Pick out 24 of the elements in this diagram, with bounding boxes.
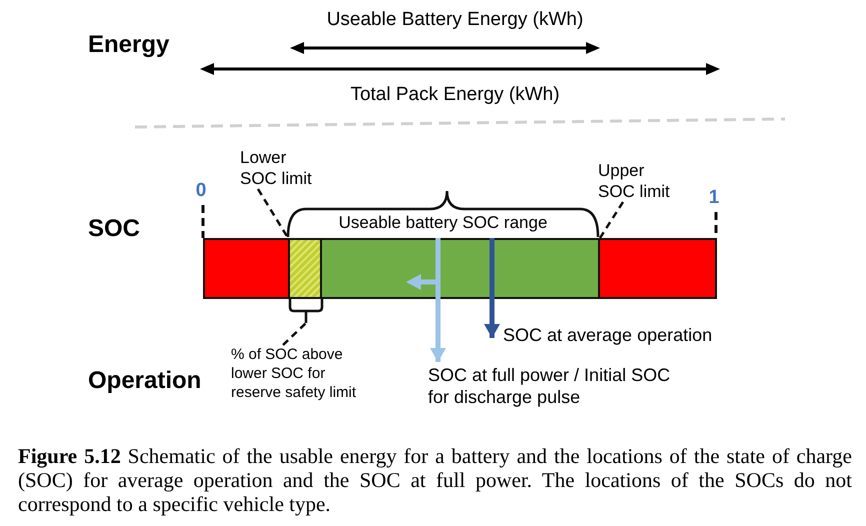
bracket	[288, 299, 324, 323]
callout-label: Upper SOC limit	[598, 160, 678, 202]
scale-value: 0	[196, 180, 206, 202]
row-heading: Operation	[88, 367, 202, 395]
dimension-label: Useable Battery Energy (kWh)	[326, 9, 584, 31]
bar-segment	[203, 238, 290, 299]
callout-label: SOC at average operation	[503, 324, 712, 346]
arrow	[430, 238, 446, 362]
callout-label: Lower SOC limit	[240, 147, 320, 189]
row-heading: SOC	[88, 215, 140, 243]
arrow	[484, 238, 500, 338]
row-heading: Energy	[88, 31, 170, 59]
dimension-label: Total Pack Energy (kWh)	[350, 84, 560, 106]
scale-value: 1	[708, 187, 720, 209]
figure-caption: Figure 5.12 Schematic of the usable energy for a battery and the locations of the state of charge (SOC) for average operation and the SOC at full power. The locations of the SOCs do not correspond to a specific vehicle type.	[18, 444, 852, 516]
bar-segment	[320, 238, 600, 299]
leader-line	[256, 188, 290, 239]
bar-segment	[598, 238, 717, 299]
leader-line	[598, 201, 624, 239]
callout-label: % of SOC above lower SOC for reserve safety limit	[231, 345, 366, 402]
range-label: Useable battery SOC range	[338, 213, 548, 233]
leader-line	[282, 322, 307, 346]
hatched-bar-segment	[288, 238, 322, 299]
callout-label: SOC at full power / Initial SOC for discharge pulse	[428, 364, 680, 408]
